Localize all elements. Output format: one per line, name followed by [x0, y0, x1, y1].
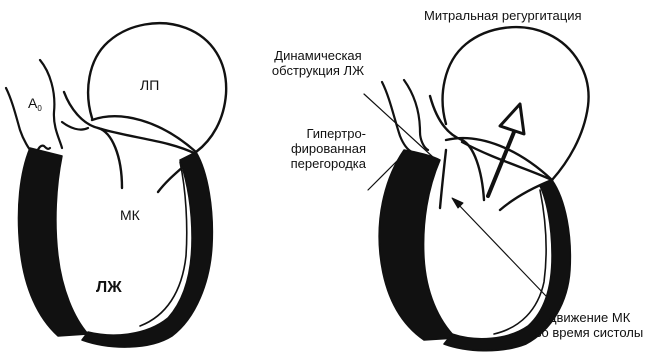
left-ventricle-label: ЛЖ — [96, 280, 122, 295]
regurgitation-arrow-head — [500, 104, 524, 134]
aorta-label-letter: A — [28, 95, 37, 111]
left-heart-diagram — [6, 23, 226, 347]
hypertrophied-septum-label: Гипертро- фированная перегородка — [270, 126, 366, 171]
pointer-line-sam — [456, 202, 546, 296]
hypertrophied-septum-line-2: фированная — [270, 141, 366, 156]
left-heart-anterior-leaflet — [64, 92, 122, 188]
pointer-line-obstruction — [364, 94, 434, 158]
right-heart-sam-leaflet — [440, 150, 446, 208]
right-heart-atrium-outline — [443, 27, 589, 180]
aorta-label-subscript: 0 — [37, 104, 41, 113]
systolic-mv-motion-line-1: Движение МК — [524, 310, 654, 325]
mitral-valve-label: МК — [120, 208, 140, 223]
hypertrophied-septum-line-3: перегородка — [270, 156, 366, 171]
mitral-regurgitation-title: Митральная регургитация — [424, 8, 582, 23]
right-heart-septum-wall — [379, 150, 456, 340]
right-heart-aortic-wall-outer — [382, 82, 412, 152]
systolic-mv-motion-line-2: во время систолы — [524, 325, 654, 340]
aorta-label: A0 — [28, 96, 42, 116]
hypertrophied-septum-line-1: Гипертро- — [270, 126, 366, 141]
lvot-obstruction-line-2: обструкция ЛЖ — [254, 63, 382, 78]
systolic-mv-motion-label: Движение МК во время систолы — [524, 310, 654, 340]
left-heart-septum-wall — [18, 148, 88, 336]
right-heart-diagram — [364, 27, 589, 351]
left-atrium-label: ЛП — [140, 78, 159, 93]
pointer-arrowhead-sam — [452, 198, 463, 208]
left-heart-aortic-wall-inner — [40, 60, 62, 148]
lvot-obstruction-label: Динамическая обструкция ЛЖ — [254, 48, 382, 78]
right-heart-aortic-wall-inner — [404, 80, 428, 150]
left-heart-aortic-cusp-2 — [62, 122, 88, 130]
lvot-obstruction-line-1: Динамическая — [254, 48, 382, 63]
left-heart-lateral-wall — [82, 152, 212, 347]
